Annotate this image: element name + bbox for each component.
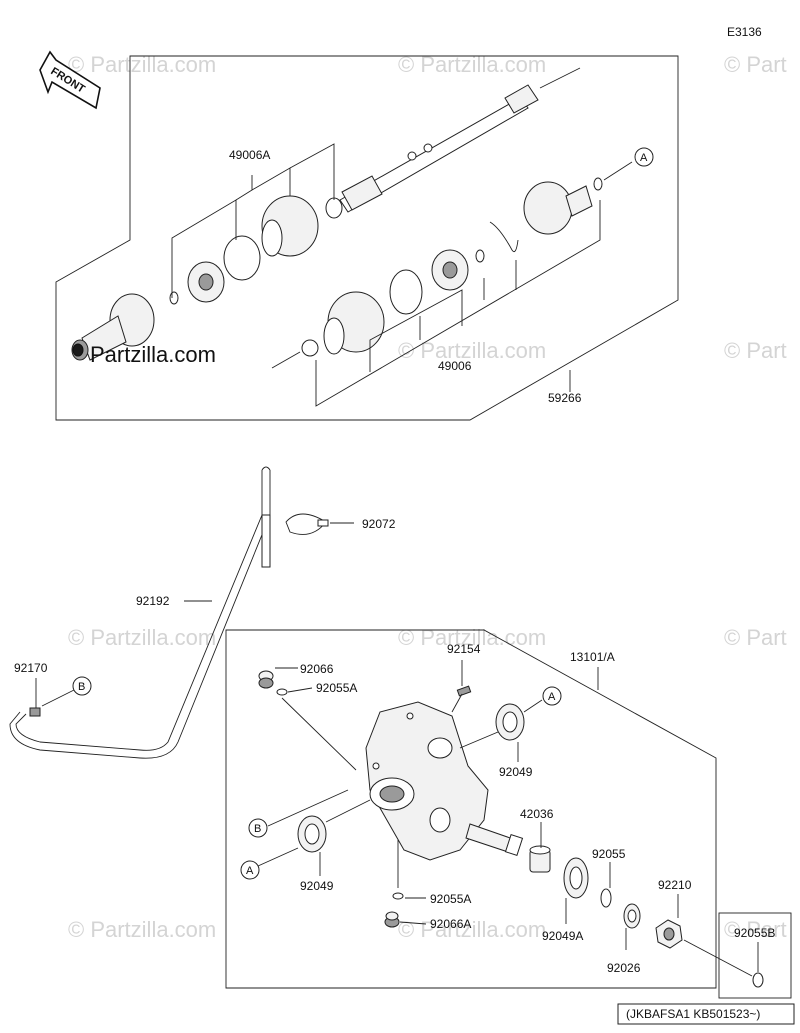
part-number-49006: 49006 xyxy=(438,359,472,373)
brand-logo: Partzilla.com xyxy=(90,342,216,367)
driveshaft-group-outline xyxy=(55,55,679,421)
part-number-92049-top: 92049 xyxy=(499,765,533,779)
part-number-92055A-top: 92055A xyxy=(316,681,357,695)
snap-ring xyxy=(169,291,179,305)
collar xyxy=(529,845,551,873)
o-ring xyxy=(600,888,612,908)
serial-variant-box xyxy=(718,912,792,999)
oil-seal xyxy=(495,703,525,741)
boot-clamp xyxy=(301,339,319,357)
serial-note: (JKBAFSA1 KB501523~) xyxy=(626,1007,760,1021)
boot-49006 xyxy=(323,291,385,355)
boot-band xyxy=(223,235,261,281)
filler-plug xyxy=(258,670,274,689)
inner-race xyxy=(431,249,469,291)
svg-text:A: A xyxy=(246,865,254,877)
hose-clamp xyxy=(29,707,41,717)
snap-ring xyxy=(593,177,603,191)
part-number-92055A-bottom: 92055A xyxy=(430,892,471,906)
watermark: © Part xyxy=(724,52,787,77)
svg-text:B: B xyxy=(78,681,85,693)
bolt xyxy=(451,685,472,713)
part-number-92066: 92066 xyxy=(300,662,334,676)
boot-49006A xyxy=(261,195,343,257)
leader-lines-top xyxy=(171,143,633,407)
part-number-92049-left: 92049 xyxy=(300,879,334,893)
boot-band xyxy=(389,269,423,315)
part-number-92192: 92192 xyxy=(136,594,170,608)
drive-shaft xyxy=(339,67,581,213)
serial-note-box xyxy=(617,1003,795,1025)
part-number-92170: 92170 xyxy=(14,661,48,675)
reference-marker-a: A xyxy=(634,147,654,167)
reference-marker-a: A xyxy=(542,686,562,706)
oil-seal xyxy=(563,857,589,899)
hose-clip xyxy=(285,513,329,535)
watermark: © Part xyxy=(724,917,787,942)
watermark: © Part xyxy=(724,338,787,363)
watermark: © Partzilla.com xyxy=(398,338,546,363)
washer xyxy=(623,903,641,929)
watermark: © Partzilla.com xyxy=(398,625,546,650)
drain-plug xyxy=(384,911,400,928)
circlip xyxy=(489,221,519,253)
inner-race xyxy=(187,261,225,303)
snap-ring xyxy=(475,249,485,263)
part-number-42036: 42036 xyxy=(520,807,554,821)
final-gear-case xyxy=(365,701,524,861)
part-number-92210: 92210 xyxy=(658,878,692,892)
reference-marker-a: A xyxy=(240,860,260,880)
part-number-92066A: 92066A xyxy=(430,917,471,931)
nut xyxy=(655,919,683,949)
part-number-92055B: 92055B xyxy=(734,926,775,940)
outer-cv-joint xyxy=(71,293,155,361)
svg-text:A: A xyxy=(640,152,648,164)
part-number-49006A: 49006A xyxy=(229,148,270,162)
reference-marker-b: B xyxy=(72,676,92,696)
watermark: © Partzilla.com xyxy=(68,917,216,942)
reference-marker-b: B xyxy=(248,818,268,838)
watermark: © Partzilla.com xyxy=(68,625,216,650)
svg-text:A: A xyxy=(548,691,556,703)
gasket xyxy=(392,892,404,900)
final-gear-group-outline xyxy=(225,629,717,989)
inner-cv-joint xyxy=(523,181,593,235)
part-number-92055: 92055 xyxy=(592,847,626,861)
svg-text:B: B xyxy=(254,823,261,835)
part-number-59266: 59266 xyxy=(548,391,582,405)
part-number-92049A: 92049A xyxy=(542,929,583,943)
part-number-92072: 92072 xyxy=(362,517,396,531)
part-number-13101A: 13101/A xyxy=(570,650,615,664)
oil-seal xyxy=(297,815,327,853)
gasket xyxy=(276,688,288,696)
breather-hose xyxy=(9,466,271,759)
part-number-92026: 92026 xyxy=(607,961,641,975)
watermark: © Partzilla.com xyxy=(398,917,546,942)
watermark: © Part xyxy=(724,625,787,650)
diagram-code: E3136 xyxy=(727,25,762,39)
o-ring xyxy=(752,972,764,988)
part-number-92154: 92154 xyxy=(447,642,481,656)
